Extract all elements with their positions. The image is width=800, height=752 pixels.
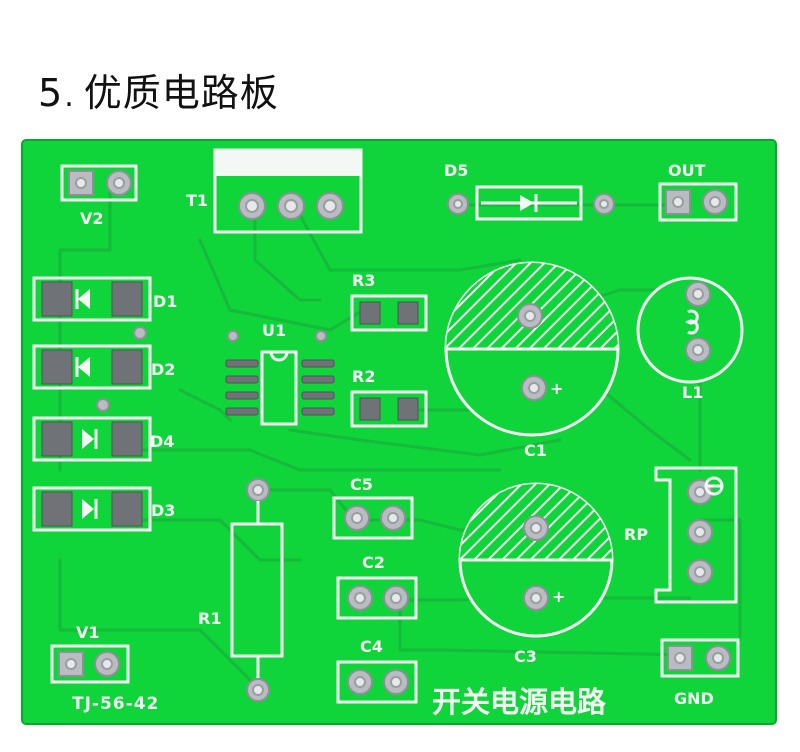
c1-capacitor xyxy=(444,261,620,437)
d5-outline xyxy=(475,185,583,221)
v1-outline xyxy=(50,644,130,684)
gnd-outline xyxy=(660,638,740,678)
label-c4: C4 xyxy=(360,637,383,656)
label-c2: C2 xyxy=(362,553,385,572)
t1-heatsink-tab xyxy=(215,150,361,176)
label-t1: T1 xyxy=(186,191,208,210)
board-title: 开关电源电路 xyxy=(432,685,607,719)
v2-outline xyxy=(60,164,138,202)
r3-outline xyxy=(350,294,428,332)
label-d5: D5 xyxy=(444,161,468,180)
label-v2: V2 xyxy=(80,209,104,228)
c4-outline xyxy=(336,660,418,704)
l1-outline xyxy=(636,276,744,384)
d2-outline xyxy=(32,344,152,390)
label-c1-plus: + xyxy=(550,379,563,398)
label-r3: R3 xyxy=(352,271,375,290)
u1-pads xyxy=(225,359,335,416)
c3-capacitor xyxy=(458,482,614,638)
page-heading: 5 . 优质电路板 xyxy=(38,62,279,122)
label-model: TJ-56-42 xyxy=(72,694,159,714)
d3-outline xyxy=(32,486,152,532)
label-out: OUT xyxy=(668,161,706,180)
c2-outline xyxy=(336,576,418,620)
u1-outline xyxy=(260,350,298,426)
label-c5: C5 xyxy=(350,475,373,494)
rp-outline xyxy=(654,466,738,604)
c5-outline xyxy=(332,496,414,540)
label-c3: C3 xyxy=(514,647,537,666)
d4-outline xyxy=(32,416,152,462)
d1-outline xyxy=(32,276,152,322)
label-d3: D3 xyxy=(151,501,175,520)
out-outline xyxy=(658,182,738,222)
r2-outline xyxy=(350,390,428,428)
label-d1: D1 xyxy=(153,292,177,311)
label-u1: U1 xyxy=(262,321,286,340)
label-rp: RP xyxy=(624,525,648,544)
label-r1: R1 xyxy=(198,609,221,628)
label-gnd: GND xyxy=(674,689,714,708)
heading-separator: . xyxy=(64,79,74,114)
label-v1: V1 xyxy=(76,623,100,642)
label-l1: L1 xyxy=(682,383,703,402)
label-c1: C1 xyxy=(524,441,547,460)
label-r2: R2 xyxy=(352,367,375,386)
heading-number: 5 xyxy=(38,71,63,115)
label-d4: D4 xyxy=(150,432,174,451)
label-c3-plus: + xyxy=(552,587,565,606)
heading-title: 优质电路板 xyxy=(83,71,279,115)
label-d2: D2 xyxy=(151,360,175,379)
